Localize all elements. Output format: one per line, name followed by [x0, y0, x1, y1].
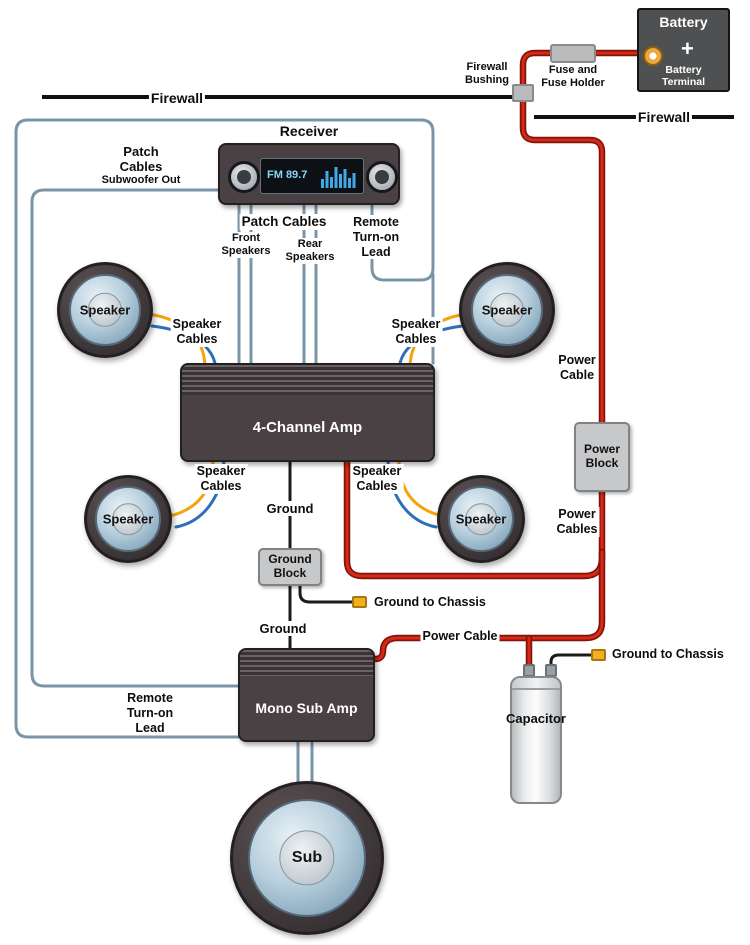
speaker-cables-label-tl: Speaker Cables — [170, 317, 224, 347]
ground-upper-label: Ground — [264, 501, 316, 517]
ground-block: Ground Block — [258, 548, 322, 586]
receiver-display: FM 89.7 — [260, 158, 364, 194]
sub-label: Sub — [291, 849, 323, 866]
spectrum-bars-icon — [321, 167, 356, 188]
knob-center — [375, 170, 389, 184]
speaker-dust-cap — [489, 292, 525, 328]
chassis-lug-icon — [352, 596, 367, 608]
volume-knob-icon — [228, 161, 260, 193]
power-cable-upper-label: Power Cable — [556, 353, 598, 383]
fuse-holder — [550, 44, 596, 63]
power-cable-battery — [521, 51, 650, 426]
subwoofer: Sub — [230, 781, 384, 935]
receiver: FM 89.7 — [218, 143, 400, 205]
speaker-label: Speaker — [102, 511, 154, 527]
speaker-cables-label-tr: Speaker Cables — [389, 317, 443, 347]
battery-box: Battery + Battery Terminal — [637, 8, 730, 92]
receiver-frequency: FM 89.7 — [267, 169, 308, 181]
receiver-title: Receiver — [277, 123, 341, 140]
battery-terminal-ring-icon — [643, 46, 663, 66]
speaker-dust-cap — [465, 503, 497, 535]
remote-turn-on-lead-bottom-label: Remote Turn-on Lead — [124, 691, 176, 736]
speaker-front-right: Speaker — [459, 262, 555, 358]
battery-terminal-label: Battery Terminal — [662, 64, 705, 89]
speaker-label: Speaker — [455, 511, 507, 527]
speaker-dust-cap — [279, 830, 335, 886]
firewall-right-label: Firewall — [635, 109, 693, 126]
remote-turn-on-lead-top-label: Remote Turn-on Lead — [350, 215, 402, 260]
speaker-cone — [448, 486, 514, 552]
power-cable-subamp — [373, 550, 604, 661]
four-channel-amp-label: 4-Channel Amp — [252, 419, 363, 436]
firewall-left-label: Firewall — [148, 90, 206, 107]
amp-heatsink-fins — [182, 365, 433, 395]
ground-to-chassis-right-label: Ground to Chassis — [610, 647, 726, 662]
patch-cables-title: Patch Cables — [239, 214, 329, 230]
tuning-knob-icon — [366, 161, 398, 193]
power-cables-label: Power Cables — [554, 507, 600, 537]
subwoofer-patch-cable-path — [30, 188, 240, 688]
patch-cables-sub-title: Patch Cables — [117, 144, 165, 175]
ground-to-chassis-mid-label: Ground to Chassis — [372, 595, 488, 610]
capacitor — [510, 676, 562, 804]
speaker-label: Speaker — [481, 302, 533, 318]
battery-title: Battery — [659, 14, 708, 30]
fuse-label: Fuse and Fuse Holder — [539, 64, 607, 90]
front-speakers-label: Front Speakers — [219, 232, 273, 258]
plus-sign: + — [681, 36, 694, 61]
knob-center — [237, 170, 251, 184]
ground-lower-label: Ground — [257, 621, 309, 637]
four-channel-amp: 4-Channel Amp — [180, 363, 435, 462]
chassis-lug-icon — [591, 649, 606, 661]
speaker-rear-right: Speaker — [437, 475, 525, 563]
speaker-front-left: Speaker — [57, 262, 153, 358]
amp-heatsink-fins — [240, 650, 373, 676]
speaker-cables-label-bl: Speaker Cables — [194, 464, 248, 494]
subwoofer-out-label: Subwoofer Out — [99, 174, 183, 187]
mono-sub-amp-label: Mono Sub Amp — [255, 700, 358, 716]
rear-speakers-label: Rear Speakers — [283, 238, 337, 264]
firewall-bushing-label: Firewall Bushing — [463, 61, 511, 87]
speaker-label: Speaker — [79, 302, 131, 318]
power-cable-lower-label: Power Cable — [420, 629, 500, 644]
speaker-dust-cap — [87, 292, 123, 328]
capacitor-label: Capacitor — [506, 711, 566, 726]
remote-lead-path — [14, 118, 435, 739]
capacitor-top-cap — [512, 678, 560, 690]
speaker-dust-cap — [112, 503, 144, 535]
mono-sub-amp: Mono Sub Amp — [238, 648, 375, 742]
speaker-rear-left: Speaker — [84, 475, 172, 563]
ground-to-chassis-wire — [298, 584, 354, 604]
speaker-cables-label-br: Speaker Cables — [350, 464, 404, 494]
capacitor-ground-wire — [549, 653, 593, 668]
firewall-bushing — [512, 84, 534, 102]
power-block: Power Block — [574, 422, 630, 492]
